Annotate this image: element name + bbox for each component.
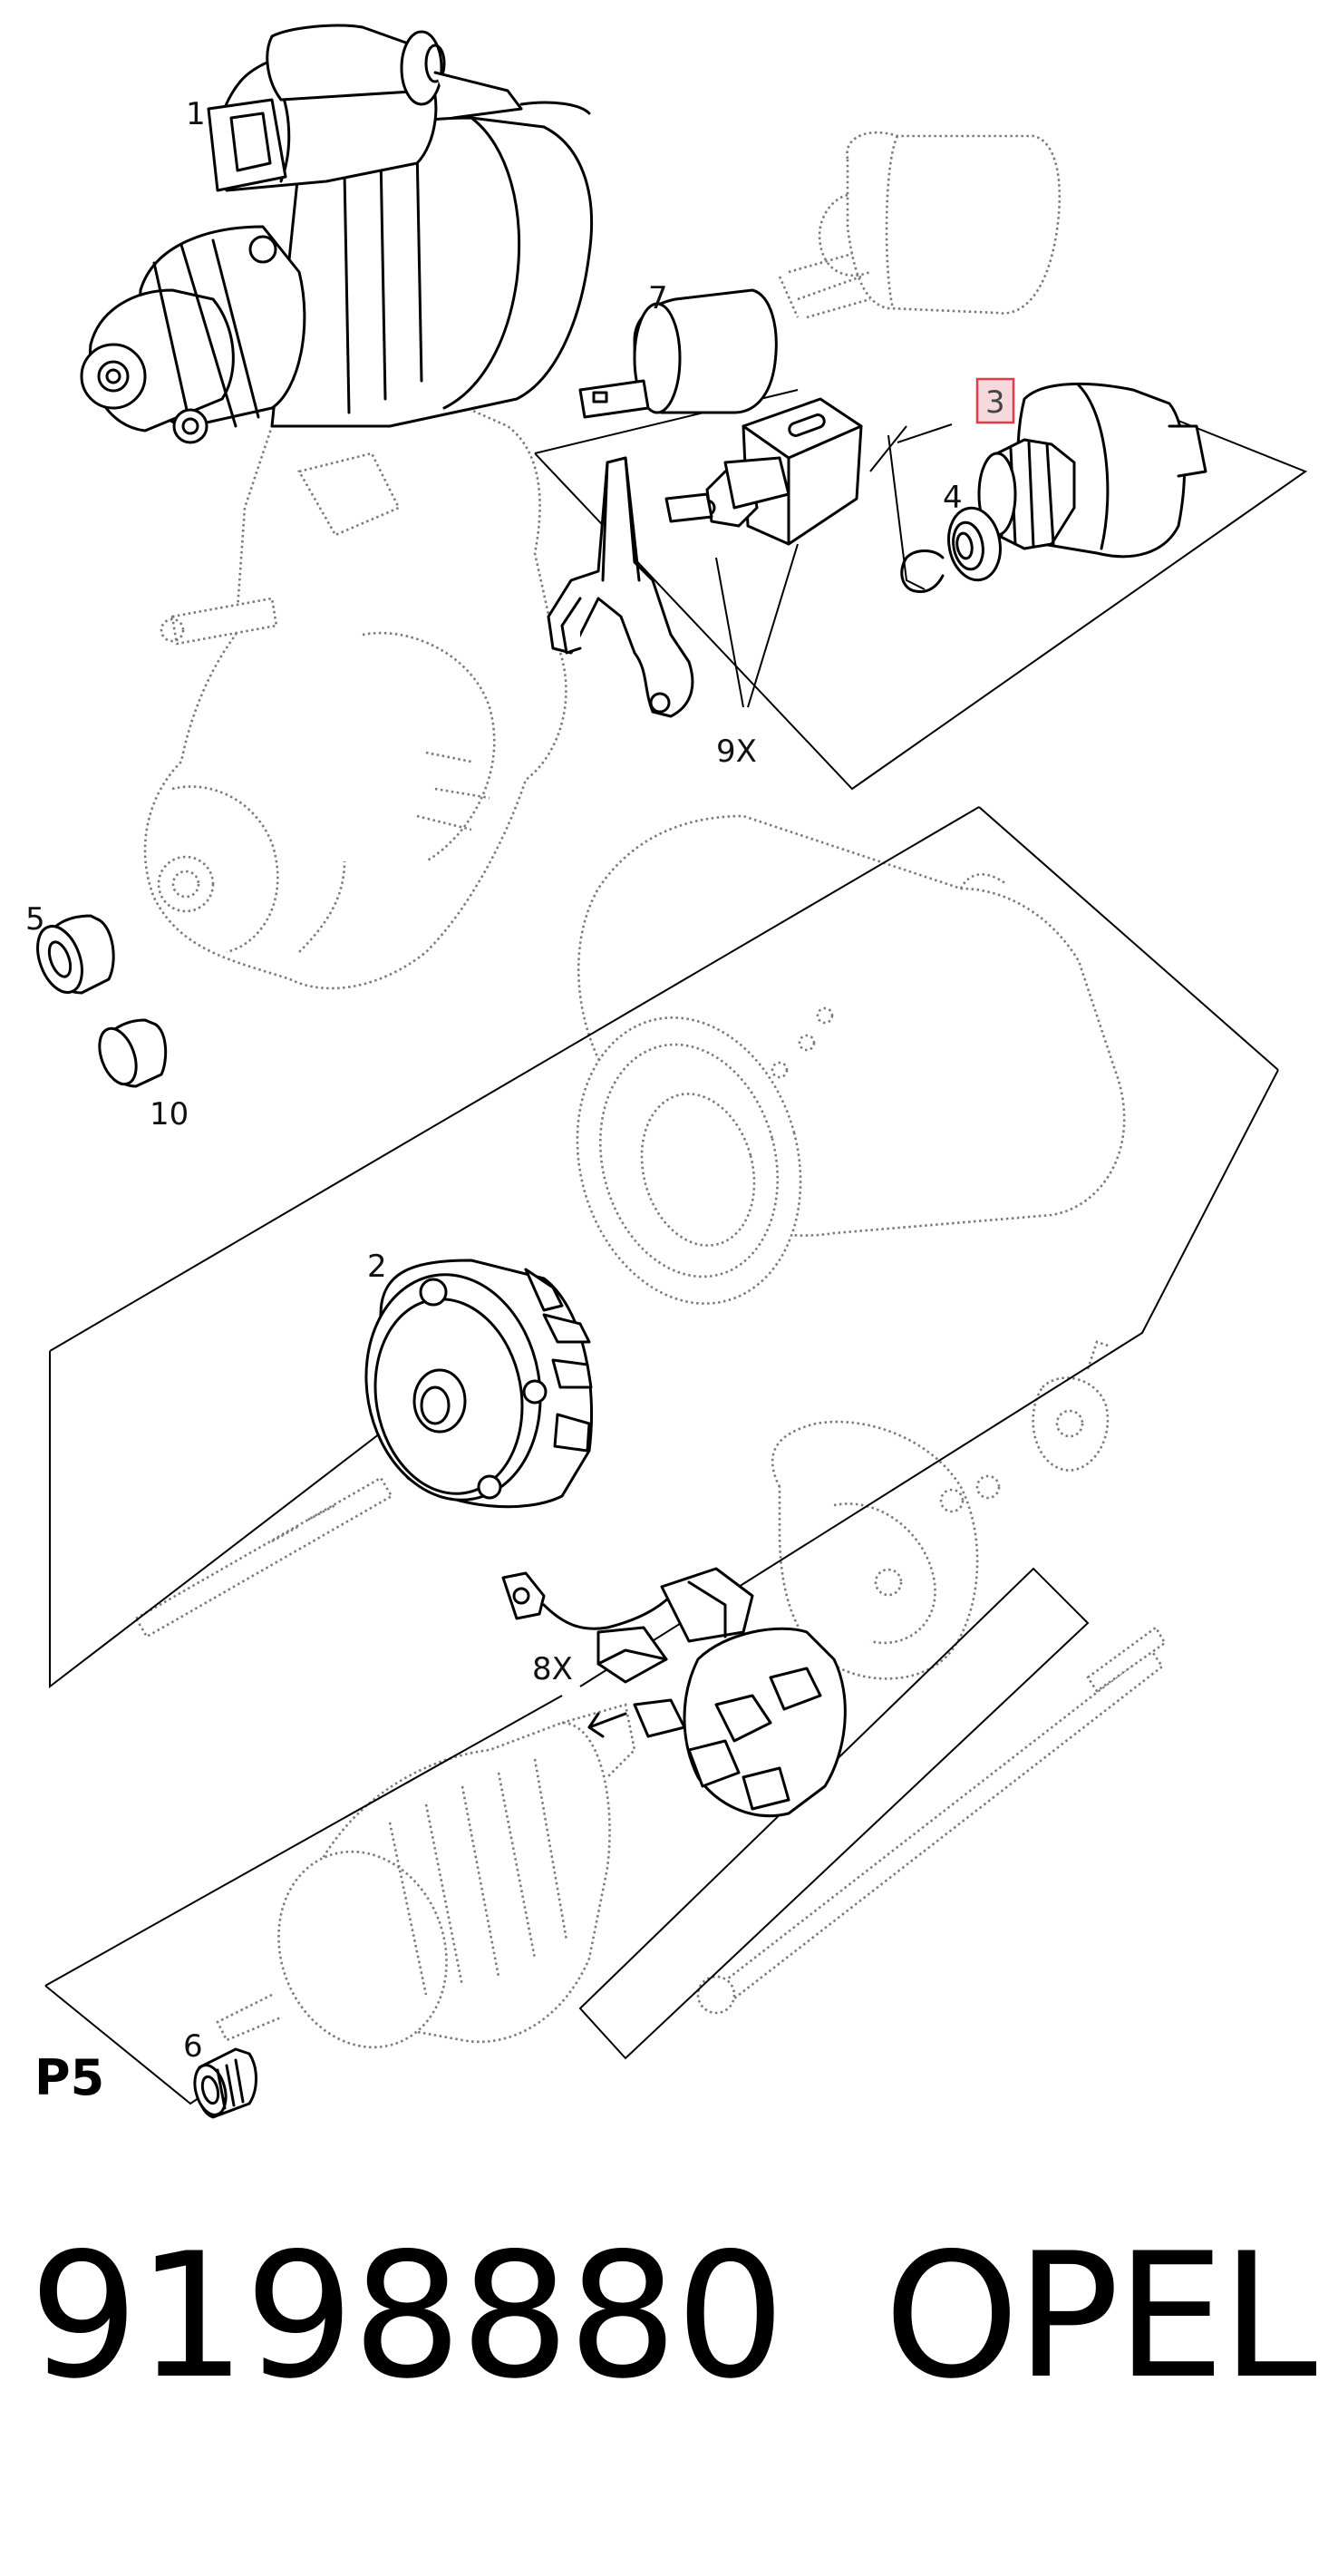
- part-10-bushing: [98, 1018, 168, 1088]
- part-9x-leader-lines: [715, 543, 799, 708]
- ghost-drive-end-housing: [143, 381, 567, 990]
- part-7-solenoid-plunger: [578, 288, 778, 419]
- label-part-2: 2: [367, 1249, 387, 1285]
- label-part-5: 5: [25, 901, 45, 938]
- part-9x-plate: [664, 456, 790, 528]
- brand-name: OPEL: [884, 2216, 1317, 2416]
- highlight-box-part-3: [975, 377, 1015, 424]
- part-3-pinion-drive: [977, 382, 1207, 559]
- part-9x-engaging-lever: [547, 456, 694, 718]
- part-4-thrust-ring: [947, 506, 1002, 582]
- label-part-10: 10: [150, 1096, 189, 1132]
- part-number: 9198880: [29, 2216, 785, 2416]
- part-9x-rubber-block: [742, 397, 863, 546]
- ghost-commutator-end-cap: [771, 1340, 1111, 1680]
- circlip: [900, 549, 945, 594]
- section-code: P5: [34, 2049, 104, 2106]
- label-part-3[interactable]: 3: [985, 384, 1005, 421]
- part-5-bushing: [36, 914, 115, 995]
- label-part-9x: 9X: [716, 734, 757, 770]
- label-part-6: 6: [183, 2028, 203, 2065]
- ghost-yoke-housing: [576, 814, 1126, 1305]
- ghost-solenoid-housing: [778, 131, 1062, 319]
- assembly-guide-lines: [44, 389, 1308, 2105]
- part-8x-brush-holder: [501, 1567, 847, 1818]
- ghost-through-bolts: [134, 1476, 1167, 2015]
- part-6-needle-bearing: [193, 2047, 257, 2119]
- label-part-7: 7: [648, 280, 668, 316]
- part-2-end-shield: [364, 1259, 593, 1509]
- label-part-8x: 8X: [532, 1651, 573, 1687]
- label-part-4: 4: [943, 480, 963, 516]
- ghost-armature: [216, 1703, 636, 2049]
- label-part-1: 1: [186, 96, 206, 132]
- diagram-canvas: 1 7 3 4 9X 5 10 2 8X 6 P5: [25, 24, 1308, 2119]
- part-1-starter-motor: [80, 24, 593, 444]
